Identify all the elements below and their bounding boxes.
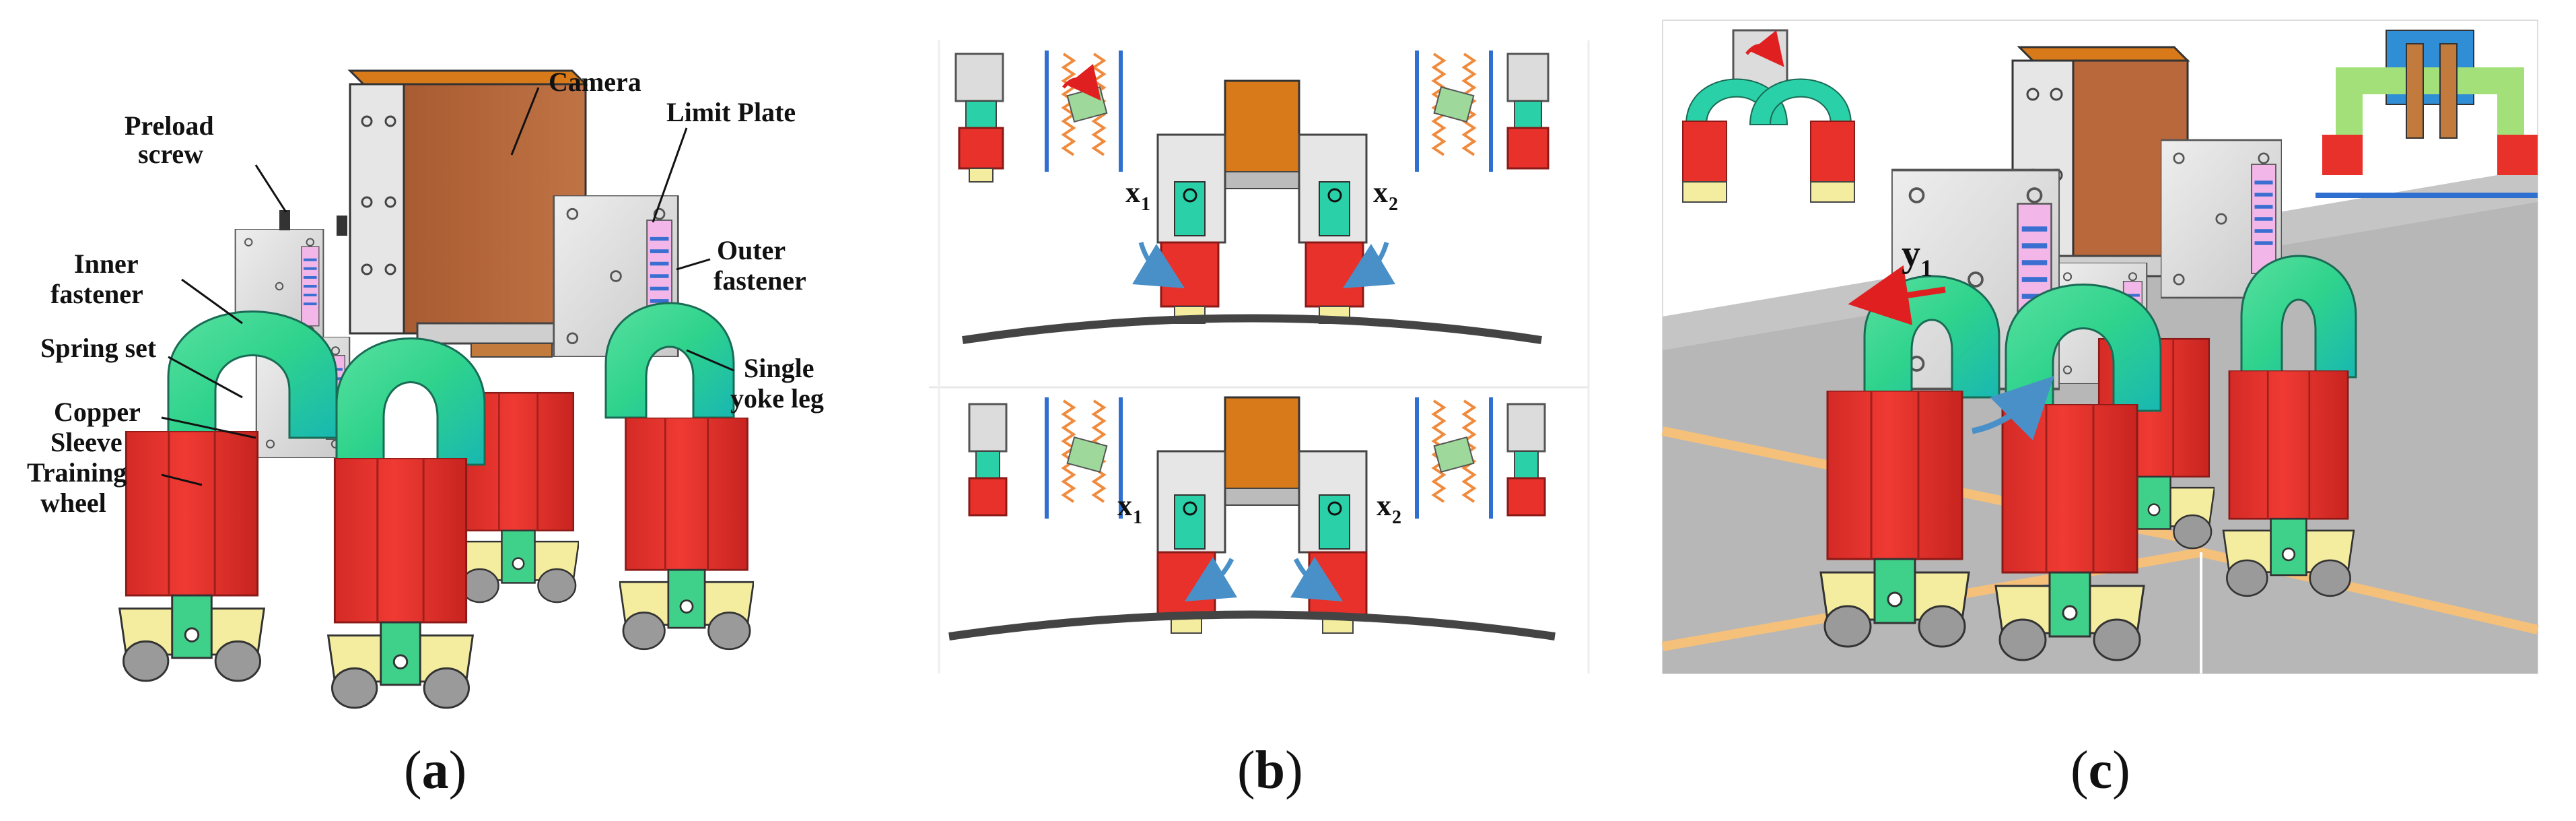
label-inner-1: Inner	[74, 249, 139, 279]
caption-c: (c)	[2070, 741, 2130, 800]
label-outer-2: fastener	[713, 265, 806, 296]
c-front-left-leg	[1819, 391, 1970, 648]
label-single-2: yoke leg	[730, 383, 824, 414]
label-spring-set: Spring set	[40, 333, 157, 363]
label-inner-2: fastener	[50, 279, 143, 309]
inset-left	[1682, 29, 1855, 203]
label-single-1: Single	[744, 353, 814, 383]
inset-right	[2316, 30, 2538, 198]
front-center-yoke	[335, 337, 486, 466]
b-top-x2-sub: 2	[1389, 194, 1398, 215]
back-right-yoke	[604, 302, 735, 419]
label-limit-plate: Limit Plate	[666, 97, 796, 127]
label-preload-2: screw	[138, 139, 203, 169]
panel-b-bottom: x 1 x 2	[948, 396, 1556, 641]
caption-b: (b)	[1237, 741, 1303, 800]
leader-lines	[161, 87, 734, 486]
captions: (a) (b) (c)	[404, 741, 2130, 800]
label-camera: Camera	[549, 67, 641, 97]
b-top-x1-sub: 1	[1141, 194, 1150, 215]
label-outer-1: Outer	[717, 235, 786, 265]
label-training-2: wheel	[40, 488, 106, 518]
b-bottom-x2-sub: 2	[1392, 507, 1401, 528]
c-back-right-leg	[2222, 370, 2355, 597]
label-training-1: Training	[27, 457, 127, 488]
label-copper-1: Copper	[54, 397, 141, 427]
front-center-leg	[327, 458, 474, 709]
b-bottom-x2: x	[1377, 489, 1391, 522]
panel-a: Camera Preload screw Limit Plate Inner f…	[27, 67, 824, 709]
camera-body	[347, 69, 588, 335]
caption-a-open: (a)	[404, 741, 466, 800]
back-right-leg	[619, 418, 754, 651]
panel-b-top: x 1 x 2	[954, 51, 1550, 344]
panel-b: x 1 x 2	[929, 40, 1590, 674]
label-copper-2: Sleeve	[50, 427, 123, 457]
b-bottom-x1-sub: 1	[1133, 507, 1142, 528]
label-preload-1: Preload	[125, 110, 214, 141]
c-y1-sub: 1	[1920, 255, 1933, 282]
panel-c: y 1	[1661, 20, 2539, 674]
b-top-x2: x	[1373, 176, 1388, 209]
front-left-yoke	[167, 310, 338, 439]
b-top-x: x	[1125, 176, 1140, 209]
b-bottom-x: x	[1117, 489, 1132, 522]
c-y: y	[1902, 233, 1920, 275]
front-left-leg	[118, 431, 265, 682]
c-front-center-leg	[1994, 404, 2145, 661]
